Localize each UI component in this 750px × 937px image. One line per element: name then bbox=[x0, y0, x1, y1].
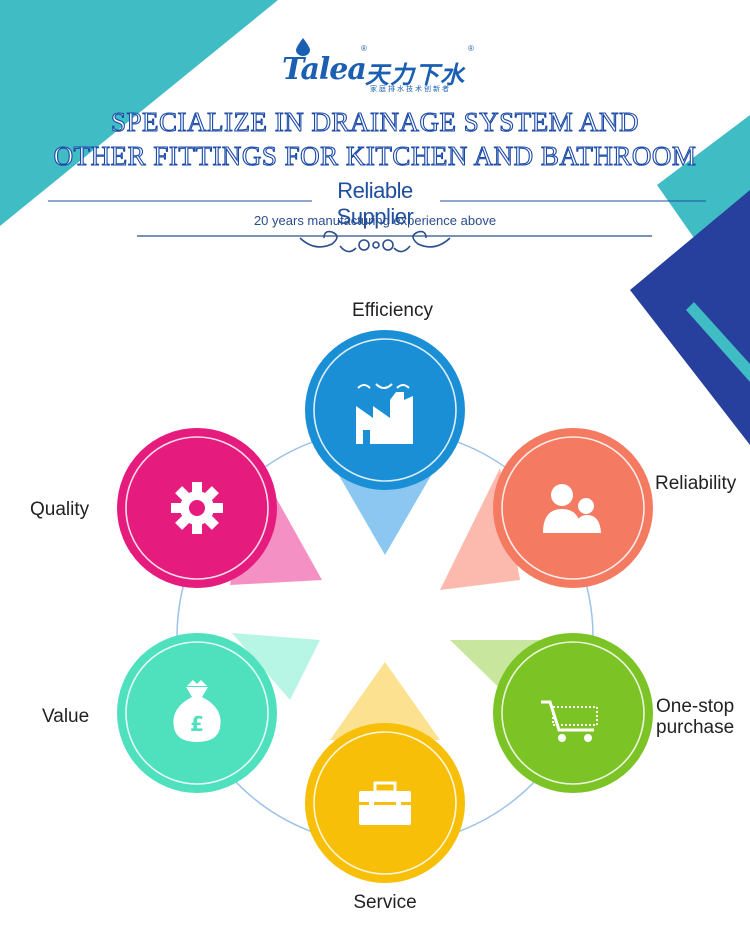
feature-value: £ bbox=[117, 633, 320, 793]
brand-logo: Talea ® 天力下水 ® 家庭排水技术创新者 bbox=[278, 38, 478, 98]
registered-mark: ® bbox=[361, 44, 367, 53]
feature-quality bbox=[117, 428, 322, 588]
label-quality: Quality bbox=[30, 499, 90, 520]
feature-diagram: £ bbox=[117, 330, 653, 883]
subtitle: Reliable Supplier bbox=[336, 178, 414, 229]
people-icon bbox=[543, 484, 601, 533]
ornament-swirl bbox=[299, 230, 451, 253]
label-efficiency: Efficiency bbox=[352, 300, 433, 321]
feature-service bbox=[305, 662, 465, 883]
headline-line-1: SPECIALIZE IN DRAINAGE SYSTEM AND bbox=[110, 106, 639, 137]
teal-stripe bbox=[686, 302, 750, 382]
navy-right-triangle bbox=[630, 190, 750, 445]
experience-text: 20 years manufacturing experience above bbox=[253, 213, 497, 228]
feature-efficiency bbox=[305, 330, 465, 555]
label-one-stop-purchase: One-stop purchase bbox=[656, 696, 734, 738]
toolbox-icon bbox=[359, 781, 411, 825]
feature-one-stop-purchase bbox=[450, 633, 653, 793]
registered-mark-cn: ® bbox=[468, 44, 474, 53]
label-reliability: Reliability bbox=[655, 473, 737, 494]
label-value: Value bbox=[42, 706, 90, 727]
pound-symbol: £ bbox=[190, 712, 204, 736]
label-service: Service bbox=[353, 892, 417, 913]
money-bag-icon: £ bbox=[173, 680, 221, 742]
factory-icon bbox=[356, 383, 413, 444]
brand-tagline: 家庭排水技术创新者 bbox=[370, 85, 451, 93]
brand-chinese-name: 天力下水 bbox=[365, 61, 465, 89]
feature-reliability bbox=[440, 428, 653, 590]
headline-line-2: OTHER FITTINGS FOR KITCHEN AND BATHROOM bbox=[53, 140, 697, 171]
teal-corner-triangle bbox=[0, 0, 278, 226]
shopping-cart-icon bbox=[541, 700, 598, 742]
water-drop-icon bbox=[296, 38, 310, 56]
gear-icon bbox=[171, 482, 223, 534]
label-one-stop-line1: One-stop bbox=[656, 696, 735, 717]
label-one-stop-line2: purchase bbox=[656, 717, 735, 738]
brand-latin-name: Talea bbox=[282, 52, 367, 87]
